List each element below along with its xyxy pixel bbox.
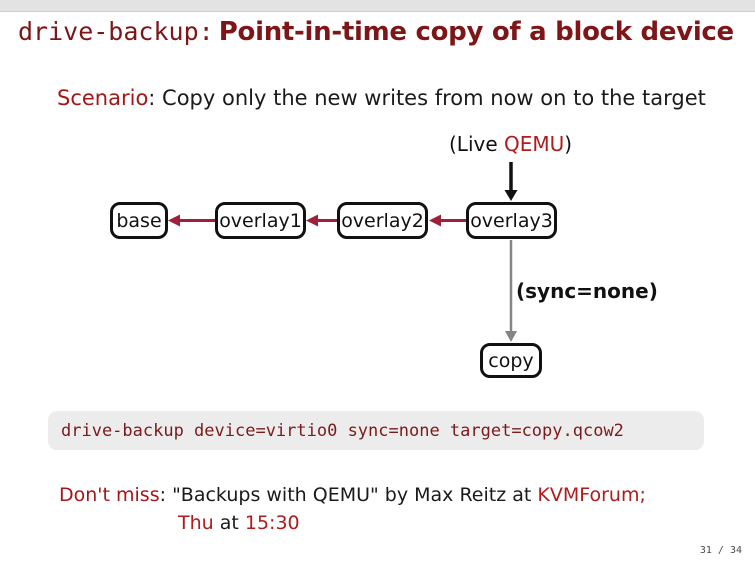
overlay3-to-overlay2-arrow-head xyxy=(429,214,441,227)
overlay1-to-base-arrow-head xyxy=(168,214,180,227)
dont-miss-label: Don't miss xyxy=(59,484,160,506)
node-copy: copy xyxy=(480,343,542,378)
sync-none-label: (sync=none) xyxy=(516,279,658,303)
scenario-text: Copy only the new writes from now on to … xyxy=(155,86,706,110)
node-base: base xyxy=(110,202,168,239)
dont-miss-line1: Don't miss: "Backups with QEMU" by Max R… xyxy=(59,481,646,509)
dont-miss-talk: "Backups with QEMU" by Max Reitz at xyxy=(172,484,538,506)
title-command-name: drive-backup xyxy=(18,17,199,46)
dont-miss-day: Thu xyxy=(178,512,214,534)
node-overlay1: overlay1 xyxy=(215,202,306,239)
overlay2-to-overlay1-arrow-head xyxy=(306,214,318,227)
dont-miss-kvmforum: KVMForum; xyxy=(537,484,646,506)
overlay3-to-copy-arrow-head xyxy=(505,331,517,342)
dont-miss-line2: Thu at 15:30 xyxy=(178,509,646,537)
dont-miss-at: at xyxy=(213,512,245,534)
scenario-colon: : xyxy=(148,86,156,110)
dont-miss-note: Don't miss: "Backups with QEMU" by Max R… xyxy=(59,481,646,537)
top-window-strip xyxy=(0,0,755,12)
live-qemu-label: (Live QEMU) xyxy=(449,132,572,156)
title-text: Point-in-time copy of a block device xyxy=(218,17,734,47)
dont-miss-colon: : xyxy=(159,484,173,506)
live-label-qemu: QEMU xyxy=(504,132,565,156)
page-number: 31 / 34 xyxy=(699,545,742,556)
title-colon: : xyxy=(198,17,214,46)
node-overlay3: overlay3 xyxy=(466,202,557,239)
live-label-suffix: ) xyxy=(564,132,573,156)
slide-title: drive-backup: Point-in-time copy of a bl… xyxy=(18,17,734,47)
qemu-to-overlay3-arrow-head xyxy=(504,190,518,201)
qmp-command-block: drive-backup device=virtio0 sync=none ta… xyxy=(48,411,704,450)
scenario-label: Scenario xyxy=(57,86,149,110)
dont-miss-time: 15:30 xyxy=(244,512,300,534)
live-label-prefix: (Live xyxy=(449,132,504,156)
node-overlay2: overlay2 xyxy=(337,202,428,239)
scenario-line: Scenario: Copy only the new writes from … xyxy=(57,86,706,110)
